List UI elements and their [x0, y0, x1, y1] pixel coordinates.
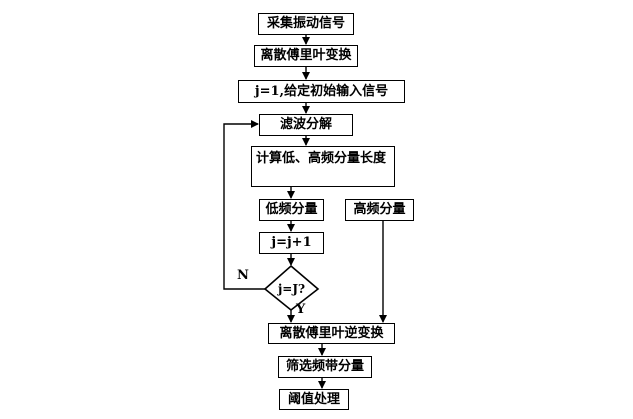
label-no: N [237, 268, 249, 283]
step-threshold: 阈值处理 [279, 389, 349, 410]
loop-back-line-no [223, 120, 265, 290]
label-yes: Y [296, 302, 306, 317]
step-init-input: j=1,给定初始输入信号 [238, 80, 405, 103]
step-dft: 离散傅里叶变换 [254, 45, 358, 67]
step-calc-length: 计算低、高频分量长度 [251, 146, 395, 187]
decision-diamond [263, 264, 320, 312]
step-filter-decompose: 滤波分解 [259, 114, 353, 136]
step-select-band: 筛选频带分量 [278, 356, 372, 378]
step-acquire-signal: 采集振动信号 [258, 13, 354, 35]
step-idft: 离散傅里叶逆变换 [268, 323, 395, 344]
step-increment: j=j+1 [259, 232, 324, 254]
step-low-freq: 低频分量 [259, 199, 324, 221]
step-high-freq: 高频分量 [345, 199, 414, 221]
decision-condition: j=J? [277, 282, 306, 296]
